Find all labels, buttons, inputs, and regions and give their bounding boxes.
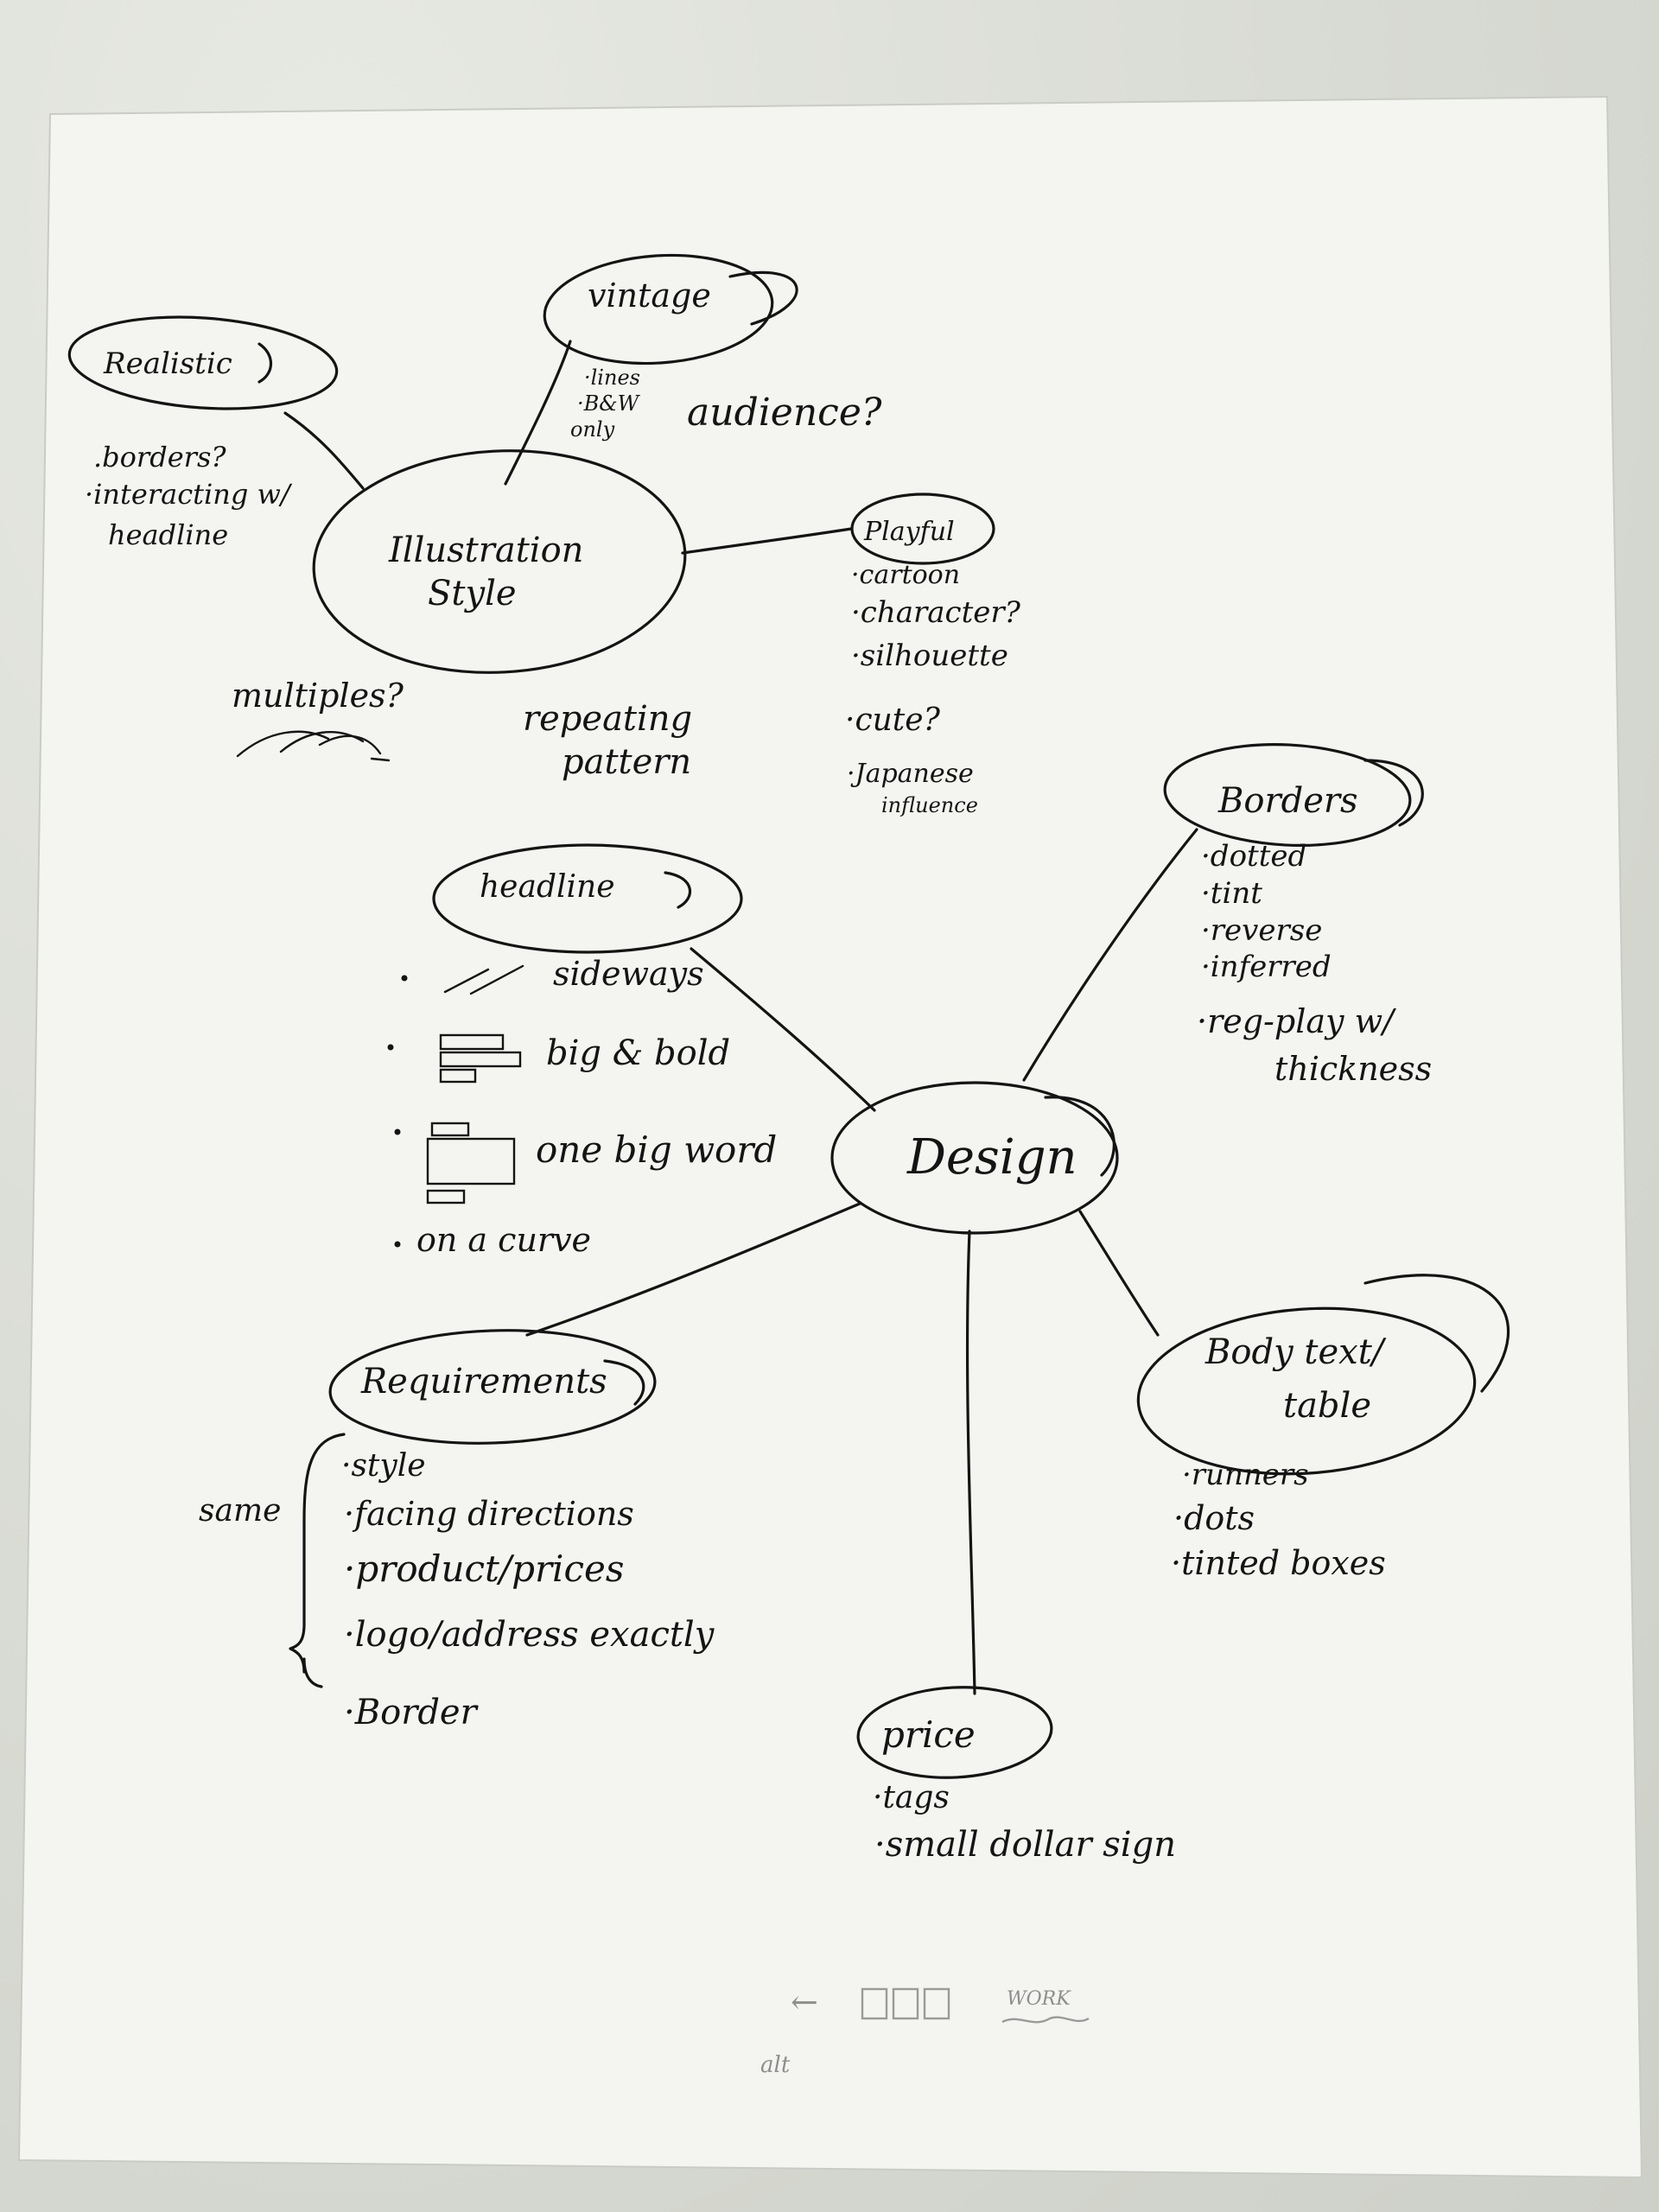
footer-alt: alt	[760, 2052, 791, 2078]
borders-note-1: ·dotted	[1201, 839, 1306, 874]
price-notes: ·tags ·small dollar sign	[873, 1780, 1176, 1865]
multiples-text: multiples?	[232, 677, 404, 715]
requirements-note-2: ·facing directions	[344, 1495, 634, 1533]
vintage-title: vintage	[588, 276, 711, 315]
one-big-word-sketch	[426, 1122, 516, 1205]
multiples-sketch	[236, 730, 391, 762]
borders-note-5: ·reg-play w/	[1197, 1002, 1396, 1040]
realistic-title: Realistic	[103, 346, 232, 381]
playful-note-6: influence	[881, 793, 978, 817]
body-text-title-line2: table	[1283, 1386, 1371, 1426]
faint-footer-sketch: ← WORK alt	[760, 1983, 1090, 2078]
bubble-body-text: Body text/ table	[1136, 1274, 1510, 1476]
footer-work: WORK	[1007, 1988, 1071, 2010]
borders-note-4: ·inferred	[1201, 950, 1332, 984]
body-text-note-1: ·runners	[1182, 1458, 1309, 1492]
headline-title: headline	[480, 869, 615, 905]
bubble-playful: Playful	[850, 493, 995, 565]
bubble-headline: headline	[432, 843, 743, 954]
design-title: Design	[906, 1129, 1077, 1185]
requirements-note-4: ·logo/address exactly	[344, 1615, 715, 1655]
sideways-sketch	[443, 964, 524, 995]
requirements-title: Requirements	[360, 1362, 607, 1402]
link-design-price	[965, 1230, 976, 1695]
link-illustration-vintage	[504, 340, 572, 486]
bubble-borders: Borders	[1163, 743, 1424, 847]
vintage-note-2: ·B&W	[577, 391, 641, 416]
realistic-note-1: .borders?	[93, 441, 226, 474]
price-note-1: ·tags	[873, 1780, 950, 1815]
borders-note-2: ·tint	[1201, 876, 1262, 911]
borders-title: Borders	[1217, 781, 1358, 821]
headline-note-3: one big word	[536, 1128, 777, 1171]
illustration-title-line2: Style	[428, 574, 517, 613]
paper-sheet	[19, 97, 1642, 2177]
borders-note-6: thickness	[1274, 1050, 1432, 1088]
link-design-requirements	[525, 1202, 861, 1337]
body-text-note-3: ·tinted boxes	[1171, 1544, 1386, 1582]
audience-note: audience?	[687, 391, 882, 435]
link-design-headline	[690, 947, 876, 1112]
bubble-illustration-style: Illustration Style	[312, 449, 687, 674]
bubble-requirements: Requirements	[328, 1329, 657, 1445]
vintage-notes: ·lines ·B&W only	[570, 365, 641, 442]
big-bold-sketch	[439, 1033, 522, 1084]
requirements-note-3: ·product/prices	[344, 1548, 624, 1590]
headline-note-1: sideways	[553, 955, 704, 993]
vintage-note-1: ·lines	[584, 365, 640, 390]
requirements-bracket	[289, 1433, 346, 1688]
requirements-notes: same ·style ·facing directions ·product/…	[199, 1433, 715, 1732]
multiples-note: multiples?	[232, 677, 404, 762]
playful-note-4: ·cute?	[845, 702, 941, 738]
realistic-note-3: headline	[108, 518, 228, 551]
playful-note-3: ·silhouette	[851, 639, 1008, 673]
playful-note-2: ·character?	[851, 595, 1021, 630]
price-title: price	[881, 1713, 976, 1756]
playful-notes: ·cartoon ·character? ·silhouette ·cute? …	[845, 560, 1021, 817]
body-text-title-line1: Body text/	[1205, 1332, 1387, 1372]
link-design-body-text	[1078, 1210, 1160, 1337]
playful-note-5: ·Japanese	[847, 759, 974, 789]
price-note-2: ·small dollar sign	[874, 1825, 1176, 1865]
vintage-note-3: only	[570, 417, 615, 442]
bubble-design[interactable]: Design	[830, 1081, 1119, 1235]
repeating-text-line2: pattern	[562, 742, 691, 782]
link-illustration-playful	[681, 527, 853, 555]
borders-note-3: ·reverse	[1201, 913, 1322, 948]
repeating-text-line1: repeating	[523, 699, 692, 739]
link-illustration-realistic	[283, 411, 365, 490]
headline-notes: sideways big & bold one big word on a cu…	[387, 955, 777, 1259]
playful-title: Playful	[863, 517, 955, 547]
realistic-notes: .borders? ·interacting w/ headline	[85, 441, 293, 551]
playful-note-1: ·cartoon	[851, 560, 960, 590]
realistic-note-2: ·interacting w/	[85, 478, 293, 511]
footer-arrow: ←	[791, 1983, 818, 2021]
illustration-title-line1: Illustration	[388, 531, 583, 570]
headline-note-4: on a curve	[416, 1221, 591, 1259]
link-design-borders	[1022, 828, 1198, 1082]
requirements-note-5: ·Border	[344, 1693, 480, 1732]
bubble-price: price	[856, 1686, 1053, 1779]
bubble-realistic: Realistic	[67, 315, 339, 410]
body-text-notes: ·runners ·dots ·tinted boxes	[1171, 1458, 1386, 1582]
bubble-vintage: vintage	[543, 253, 798, 365]
headline-note-2: big & bold	[546, 1033, 730, 1073]
requirements-note-1: ·style	[341, 1448, 426, 1484]
body-text-note-2: ·dots	[1173, 1499, 1255, 1537]
requirements-bracket-label: same	[199, 1493, 281, 1529]
borders-notes: ·dotted ·tint ·reverse ·inferred ·reg-pl…	[1197, 839, 1432, 1088]
